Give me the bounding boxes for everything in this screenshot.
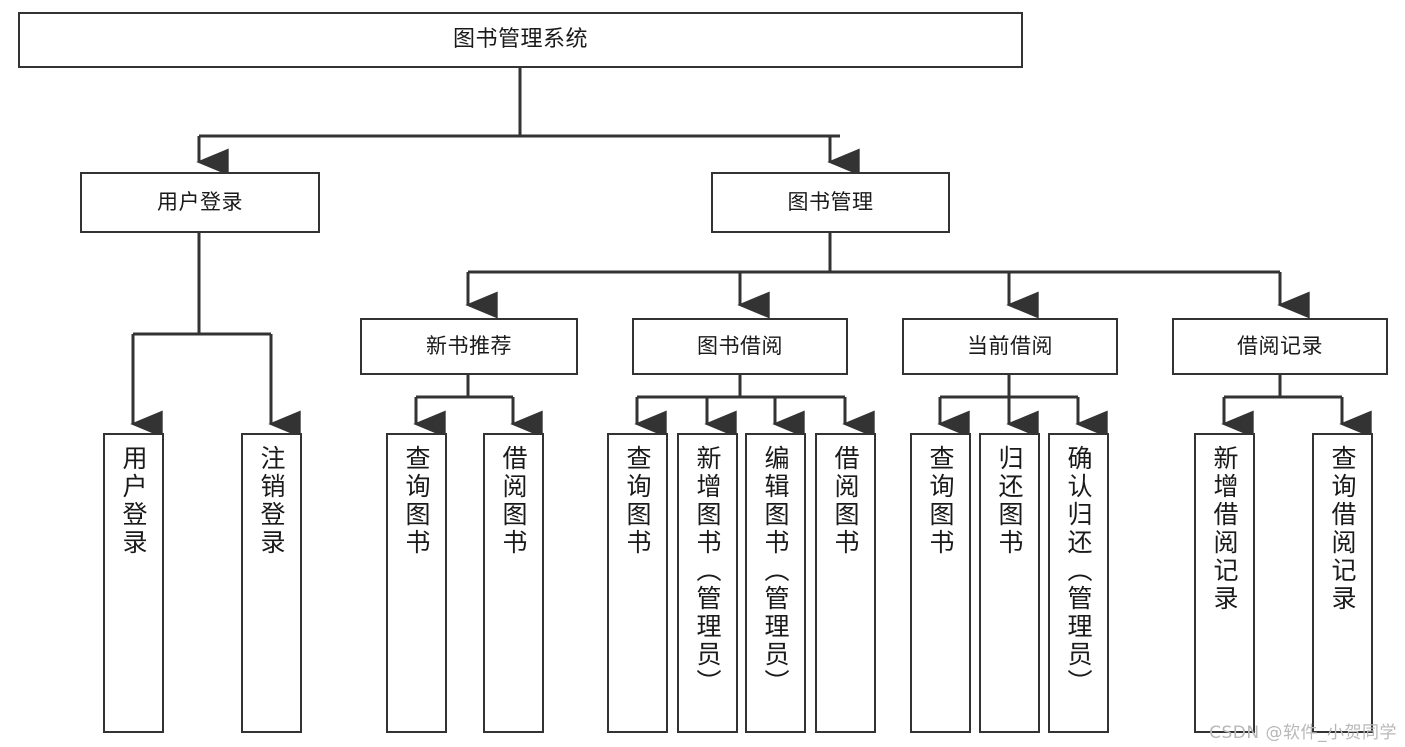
leaf-query-book-recommend-label: 查询图书 <box>402 445 431 557</box>
leaf-borrow-book[interactable]: 借阅图书 <box>815 433 876 733</box>
leaf-add-borrow-record-label: 新增借阅记录 <box>1210 445 1239 613</box>
node-borrow-record[interactable]: 借阅记录 <box>1172 318 1388 375</box>
node-borrow-record-label: 借阅记录 <box>1237 334 1323 359</box>
csdn-watermark: CSDN @软件_小贺同学 <box>1209 723 1397 743</box>
leaf-add-book-admin[interactable]: 新增图书（管理员） <box>677 433 738 733</box>
leaf-query-book-borrow[interactable]: 查询图书 <box>607 433 668 733</box>
leaf-add-book-admin-label: 新增图书（管理员） <box>693 445 722 697</box>
node-root-label: 图书管理系统 <box>452 27 588 53</box>
node-book-management-label: 图书管理 <box>787 190 874 215</box>
leaf-query-borrow-record-label: 查询借阅记录 <box>1328 445 1357 613</box>
node-book-borrow-label: 图书借阅 <box>697 334 783 359</box>
leaf-query-book-current-label: 查询图书 <box>926 445 955 557</box>
node-user-login[interactable]: 用户登录 <box>80 172 320 233</box>
node-current-borrow-label: 当前借阅 <box>967 334 1053 359</box>
leaf-borrow-book-recommend[interactable]: 借阅图书 <box>483 433 544 733</box>
leaf-user-login[interactable]: 用户登录 <box>103 433 164 733</box>
node-current-borrow[interactable]: 当前借阅 <box>902 318 1118 375</box>
leaf-return-book-label: 归还图书 <box>995 445 1024 557</box>
leaf-return-book[interactable]: 归还图书 <box>979 433 1040 733</box>
node-book-management[interactable]: 图书管理 <box>711 172 950 233</box>
node-new-book-recommend-label: 新书推荐 <box>426 334 512 359</box>
leaf-query-book-current[interactable]: 查询图书 <box>910 433 971 733</box>
leaf-logout-label: 注销登录 <box>257 445 286 557</box>
leaf-query-book-recommend[interactable]: 查询图书 <box>386 433 447 733</box>
leaf-query-borrow-record[interactable]: 查询借阅记录 <box>1312 433 1373 733</box>
node-root[interactable]: 图书管理系统 <box>18 12 1023 68</box>
leaf-add-borrow-record[interactable]: 新增借阅记录 <box>1194 433 1255 733</box>
leaf-confirm-return-admin-label: 确认归还（管理员） <box>1064 445 1093 697</box>
leaf-logout[interactable]: 注销登录 <box>241 433 302 733</box>
leaf-edit-book-admin-label: 编辑图书（管理员） <box>761 445 790 697</box>
node-new-book-recommend[interactable]: 新书推荐 <box>360 318 578 375</box>
leaf-borrow-book-label: 借阅图书 <box>831 445 860 557</box>
leaf-edit-book-admin[interactable]: 编辑图书（管理员） <box>745 433 806 733</box>
leaf-query-book-borrow-label: 查询图书 <box>623 445 652 557</box>
leaf-confirm-return-admin[interactable]: 确认归还（管理员） <box>1048 433 1109 733</box>
node-book-borrow[interactable]: 图书借阅 <box>632 318 848 375</box>
node-user-login-label: 用户登录 <box>157 190 243 215</box>
leaf-user-login-label: 用户登录 <box>119 445 148 557</box>
leaf-borrow-book-recommend-label: 借阅图书 <box>499 445 528 557</box>
